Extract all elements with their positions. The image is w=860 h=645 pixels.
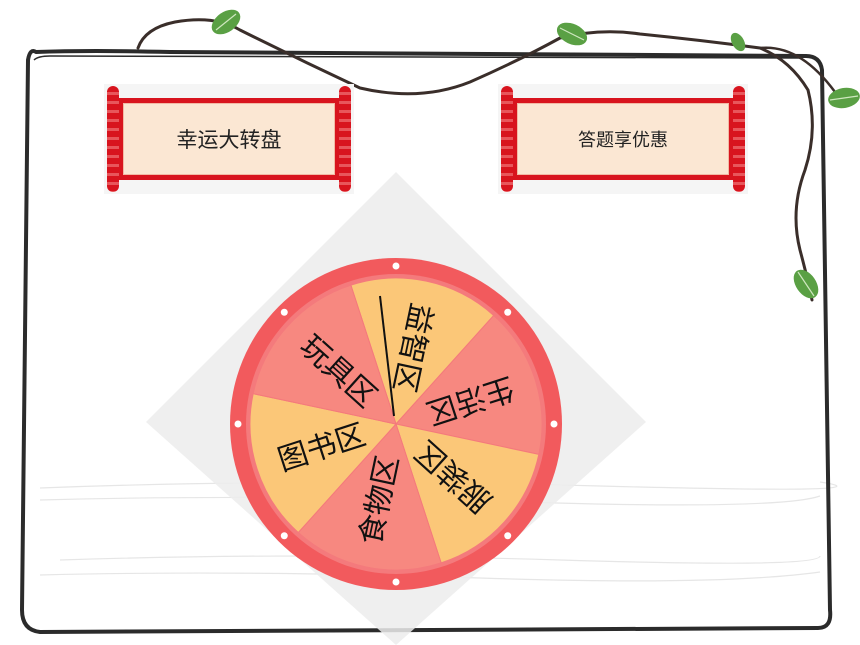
scroll-frame: 答题享优惠	[512, 98, 734, 180]
board-outline-inner	[33, 55, 801, 61]
board-outline	[20, 49, 833, 634]
scroll-rod-left	[501, 86, 513, 192]
wheel-pointer[interactable]	[379, 295, 395, 417]
wheel-segment	[350, 277, 495, 425]
leaf-icon	[828, 87, 860, 109]
wheel-segment	[249, 393, 397, 534]
scroll-rod-right	[339, 86, 351, 192]
scroll-frame: 幸运大转盘	[118, 98, 340, 180]
scroll-rod-right	[733, 86, 745, 192]
wheel-segment	[395, 314, 543, 455]
rim-dot	[504, 308, 512, 316]
wheel-rim-dots	[234, 262, 558, 586]
rim-dot	[504, 532, 512, 540]
lucky-wheel-title: 幸运大转盘	[176, 128, 282, 152]
scroll-rod-left	[107, 86, 119, 192]
rim-dot	[550, 420, 558, 428]
rim-dot	[392, 262, 400, 270]
vine	[136, 18, 814, 302]
wheel-segment	[252, 284, 397, 425]
scroll-inner: 答题享优惠	[517, 103, 729, 175]
wheel-segment	[297, 423, 442, 571]
rim-dot	[234, 420, 242, 428]
wheel-segments	[249, 277, 543, 571]
leaf-icon	[211, 9, 241, 35]
rim-dot	[280, 308, 288, 316]
header-scroll-quiz-discount: 答题享优惠	[498, 84, 748, 194]
leaf-icon	[730, 32, 746, 52]
rim-dot	[392, 578, 400, 586]
leaf-icon	[556, 22, 588, 46]
scroll-inner: 幸运大转盘	[123, 103, 335, 175]
leaf-icon	[793, 269, 819, 299]
rim-dot	[280, 532, 288, 540]
header-scroll-lucky-wheel: 幸运大转盘	[104, 84, 354, 194]
quiz-discount-title: 答题享优惠	[578, 130, 668, 151]
wheel-segment	[395, 423, 540, 564]
vine-tendril	[759, 46, 837, 93]
